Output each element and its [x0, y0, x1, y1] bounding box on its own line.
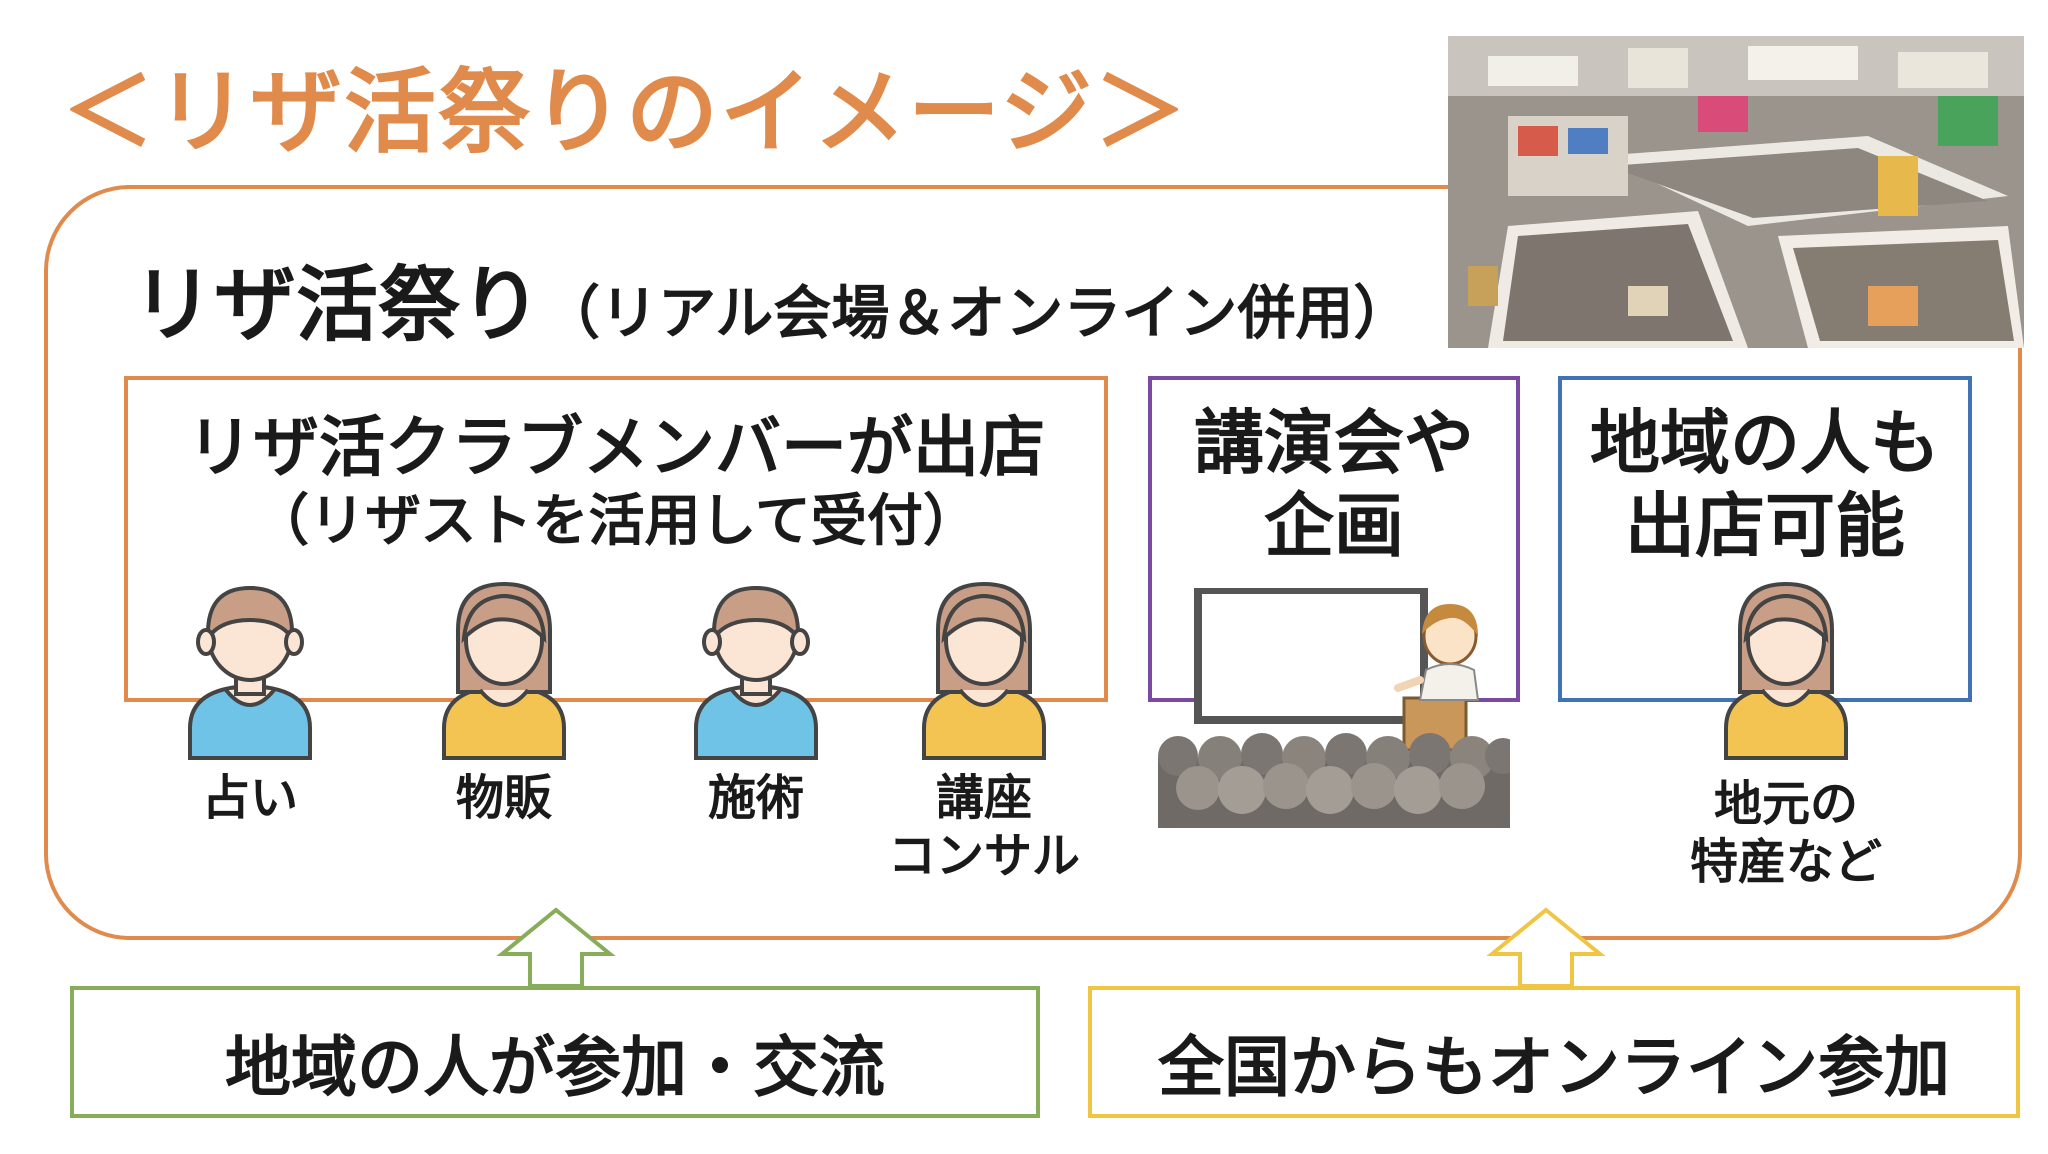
local-title-line1: 地域の人も: [1590, 401, 1940, 484]
audience-icon: [1158, 733, 1510, 828]
arrow-up-icon-left: [496, 907, 616, 988]
local-box: 地域の人も 出店可能: [1558, 376, 1972, 702]
local-title: 地域の人も 出店可能: [1562, 401, 1968, 567]
page-title: ＜リザ活祭りのイメージ＞: [62, 58, 1189, 166]
whiteboard-icon: [1194, 588, 1428, 724]
event-name: リザ活祭り: [132, 257, 543, 353]
person-icon-goods: [442, 581, 566, 760]
venue-photo-image: [1448, 36, 2024, 348]
label-local: 地元の 特産など: [1666, 776, 1906, 891]
online-participation-text: 全国からもオンライン参加: [1158, 1028, 1950, 1106]
local-title-line2: 出店可能: [1625, 483, 1905, 567]
local-participation-text: 地域の人が参加・交流: [225, 1028, 885, 1106]
label-local-line2: 特産など: [1689, 833, 1882, 890]
person-icon-course: [922, 581, 1046, 760]
members-title: リザ活クラブメンバーが出店: [187, 408, 1045, 486]
venue-photo: [1448, 36, 2024, 348]
members-box: リザ活クラブメンバーが出店 （リザストを活用して受付）: [124, 376, 1108, 702]
lecture-title-line1: 講演会や: [1194, 401, 1474, 484]
online-participation-box: 全国からもオンライン参加: [1088, 986, 2020, 1118]
members-subtitle: （リザストを活用して受付）: [253, 488, 979, 554]
speaker-icon: [1394, 604, 1480, 752]
person-icon-treatment: [694, 585, 818, 760]
lecture-title: 講演会や 企画: [1152, 401, 1516, 567]
label-course-line1: 講座: [935, 770, 1032, 826]
local-participation-box: 地域の人が参加・交流: [70, 986, 1040, 1118]
label-goods: 物販: [455, 770, 552, 826]
arrow-up-icon-right: [1486, 907, 1606, 988]
label-local-line1: 地元の: [1713, 776, 1858, 832]
person-icon-fortune: [188, 585, 312, 760]
label-course-line2: コンサル: [887, 827, 1080, 884]
lecture-title-line2: 企画: [1264, 483, 1404, 567]
label-treatment: 施術: [707, 770, 804, 826]
person-icon-local: [1724, 581, 1848, 760]
event-heading: リザ活祭り（リアル会場＆オンライン併用）: [132, 238, 1411, 357]
lecture-illustration: [1158, 588, 1510, 828]
event-note: （リアル会場＆オンライン併用）: [542, 279, 1412, 347]
label-fortune: 占い: [201, 770, 298, 826]
label-course: 講座 コンサル: [864, 770, 1104, 885]
lecture-box: 講演会や 企画: [1148, 376, 1520, 702]
